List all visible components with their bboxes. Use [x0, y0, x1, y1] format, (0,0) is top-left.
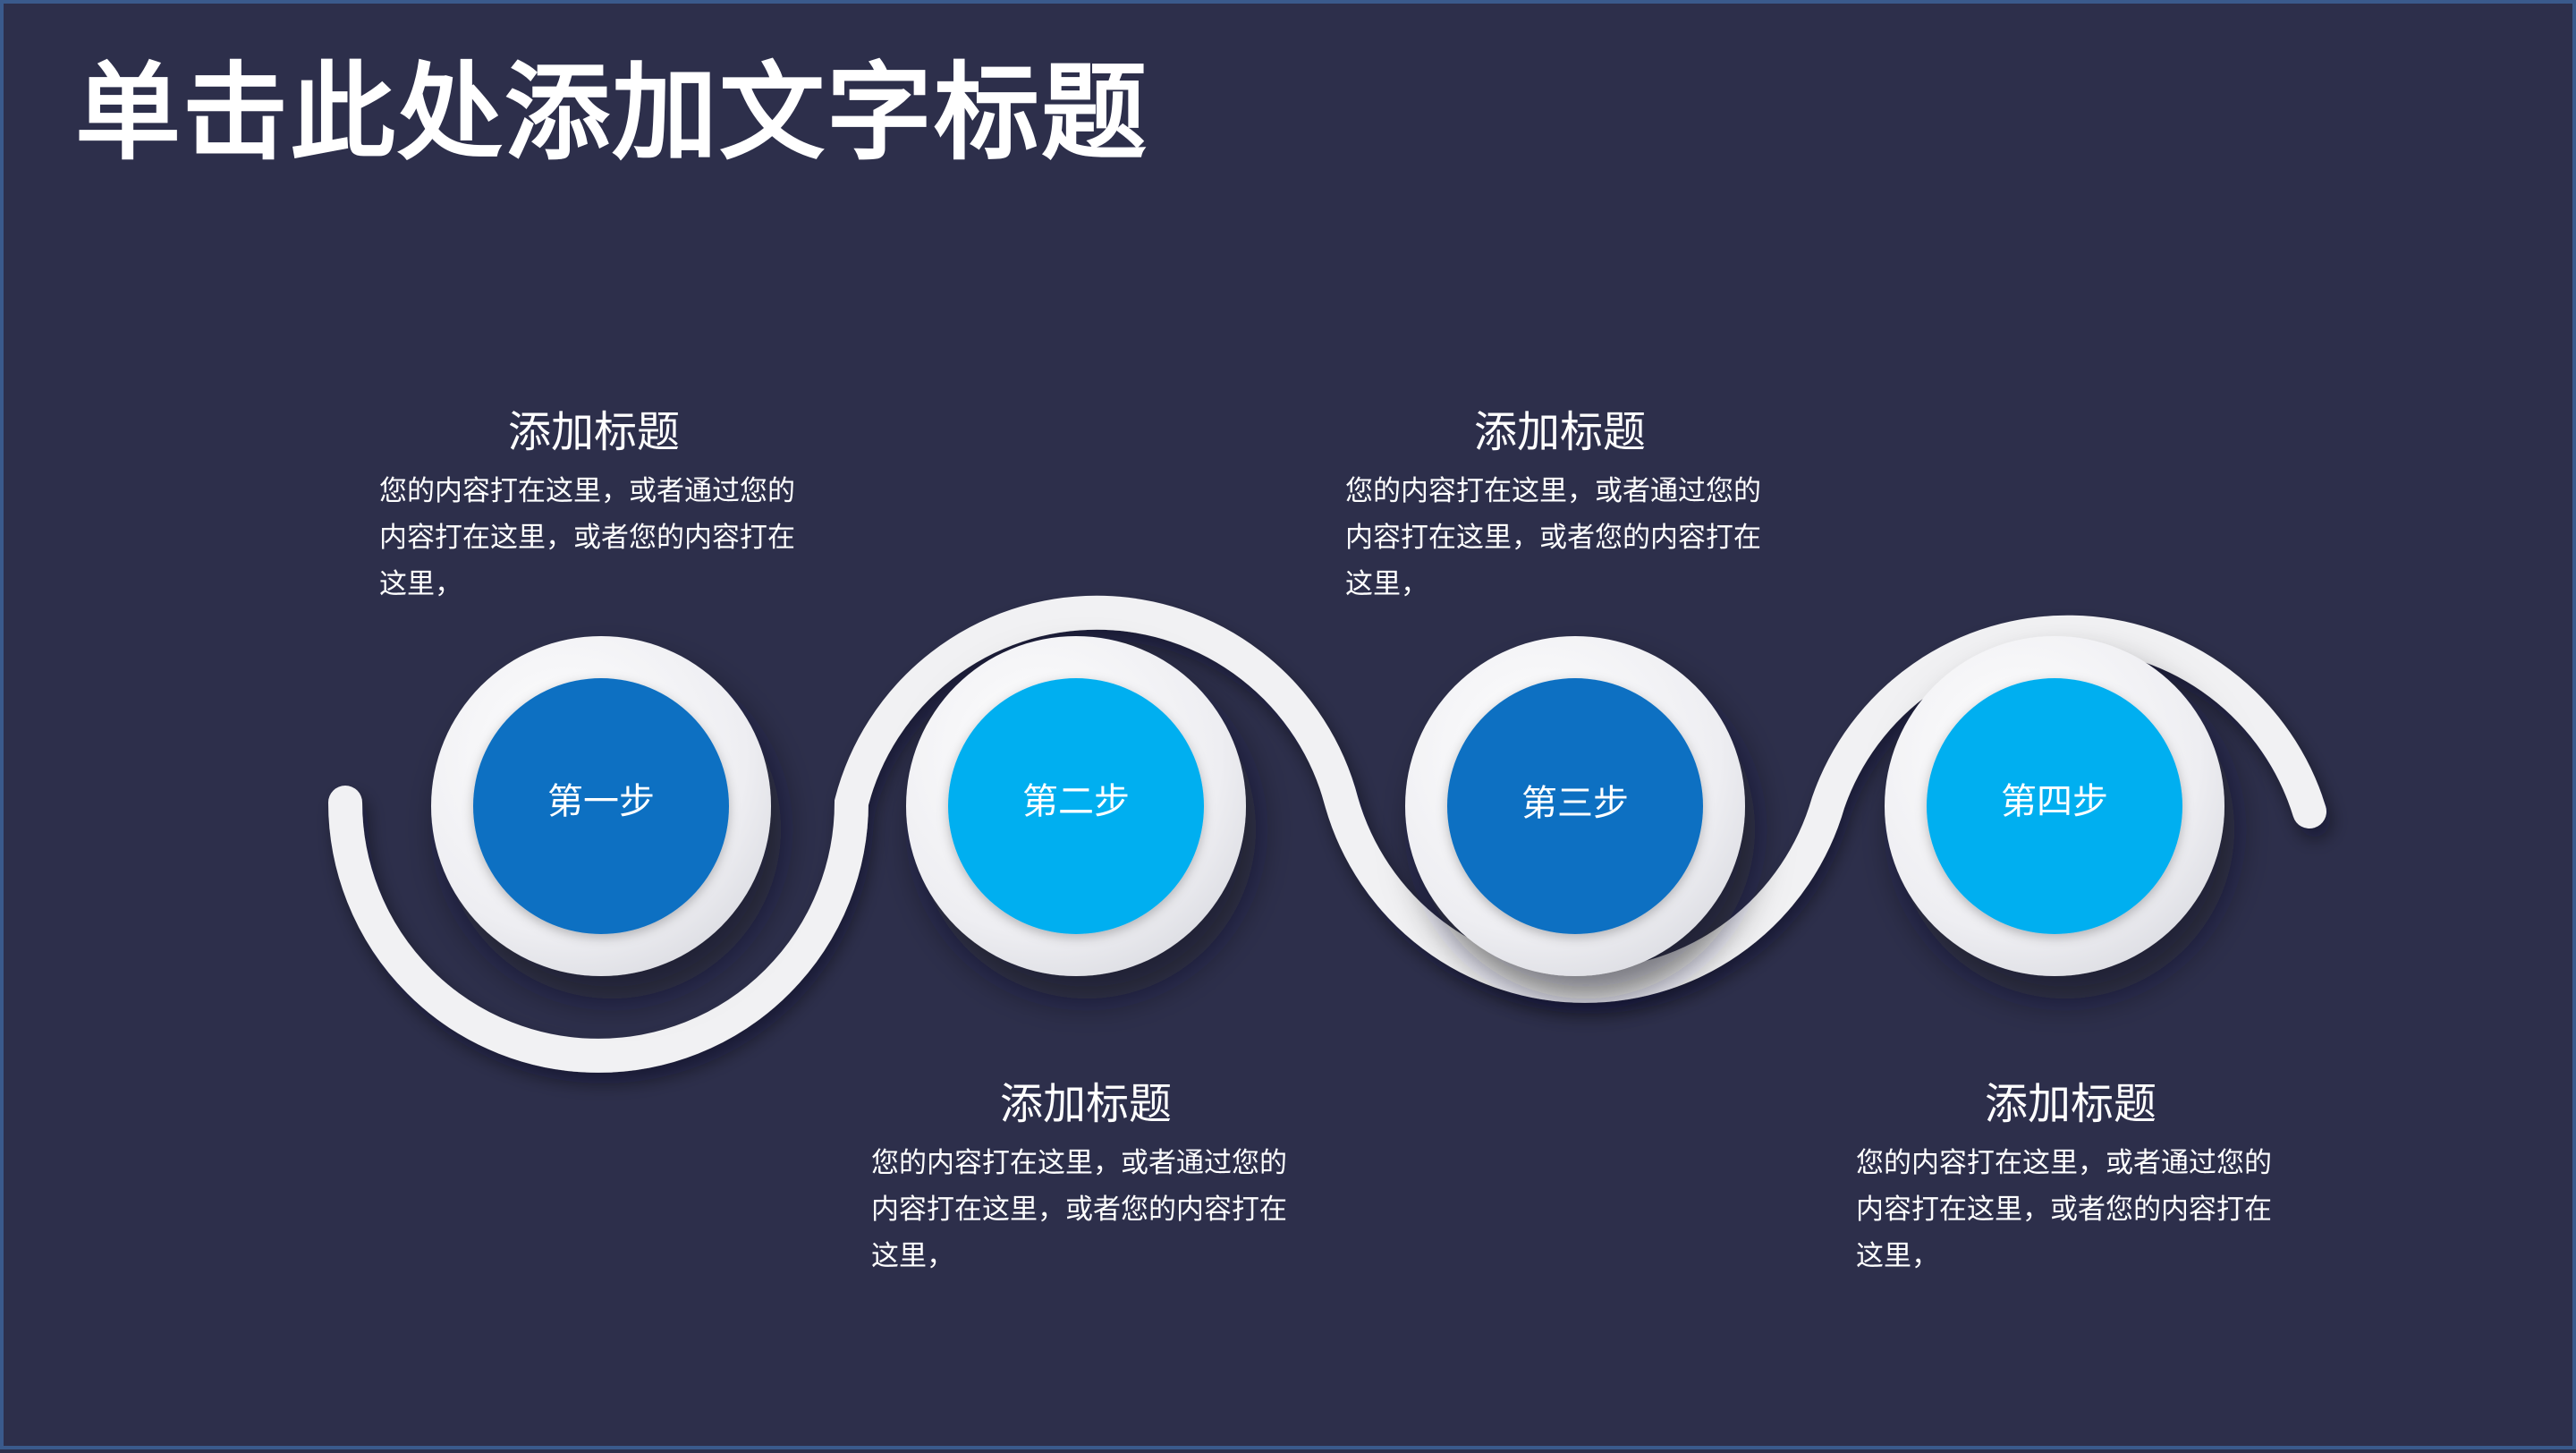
wave-process-diagram [328, 595, 2326, 1073]
step-4-label: 第四步 [2001, 781, 2108, 822]
text-block-4: 添加标题 您的内容打在这里，或者通过您的内容打在这里，或者您的内容打在这里， [1856, 1075, 2285, 1279]
wave-path [328, 595, 2326, 1073]
step-2-label: 第二步 [1022, 781, 1130, 822]
block-1-heading[interactable]: 添加标题 [507, 407, 680, 457]
block-4-body[interactable]: 您的内容打在这里，或者通过您的内容打在这里，或者您的内容打在这里， [1856, 1147, 2272, 1272]
step-3-circle[interactable] [1405, 636, 1745, 976]
step-1-circle[interactable] [431, 636, 771, 976]
slide-title[interactable]: 单击此处添加文字标题 [75, 51, 1149, 174]
text-block-2: 添加标题 您的内容打在这里，或者通过您的内容打在这里，或者您的内容打在这里， [871, 1075, 1301, 1279]
block-1-body[interactable]: 您的内容打在这里，或者通过您的内容打在这里，或者您的内容打在这里， [379, 475, 795, 600]
step-3-label: 第三步 [1521, 783, 1629, 824]
step-4-circle[interactable] [1885, 636, 2224, 976]
step-2-circle[interactable] [906, 636, 1246, 976]
block-2-heading[interactable]: 添加标题 [999, 1079, 1172, 1129]
block-2-body[interactable]: 您的内容打在这里，或者通过您的内容打在这里，或者您的内容打在这里， [871, 1147, 1287, 1272]
block-3-heading[interactable]: 添加标题 [1473, 407, 1646, 457]
text-block-1: 添加标题 您的内容打在这里，或者通过您的内容打在这里，或者您的内容打在这里， [379, 404, 809, 608]
text-block-3: 添加标题 您的内容打在这里，或者通过您的内容打在这里，或者您的内容打在这里， [1345, 404, 1775, 608]
step-1-label: 第一步 [547, 781, 655, 822]
block-3-body[interactable]: 您的内容打在这里，或者通过您的内容打在这里，或者您的内容打在这里， [1345, 475, 1761, 600]
block-4-heading[interactable]: 添加标题 [1984, 1079, 2157, 1129]
